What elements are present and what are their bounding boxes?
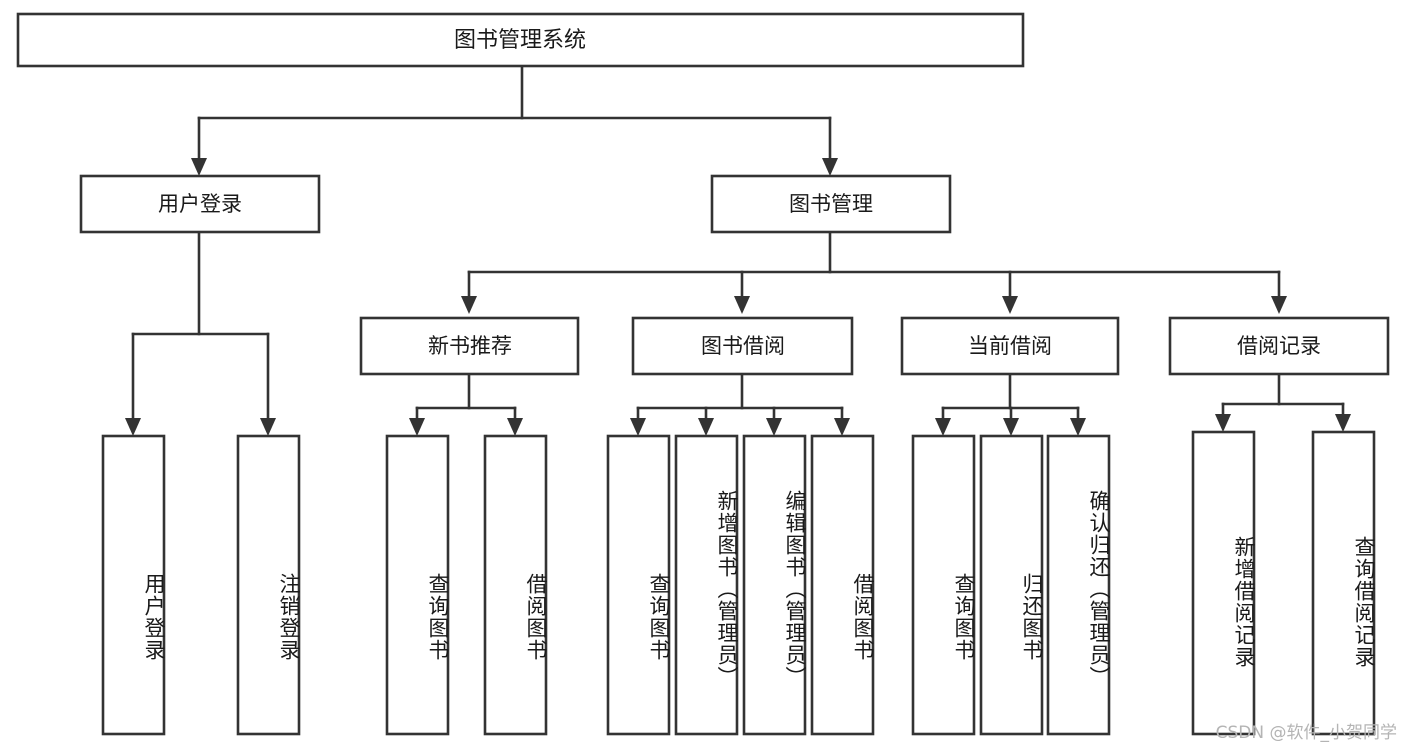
leaf-query-record-box[interactable] [1311,430,1376,736]
arrow-to-leaf-add-book [698,418,714,436]
connectors-book-borrow [630,372,850,436]
leaf-edit-book-box[interactable] [742,434,807,736]
node-current-borrow[interactable]: 当前借阅 [900,316,1120,376]
node-book-borrow-box[interactable] [631,316,854,376]
arrow-to-borrow-record [1271,296,1287,314]
arrow-to-leaf-borrow-book-2 [834,418,850,436]
arrow-to-leaf-user-login [125,418,141,436]
arrow-to-leaf-query-record [1335,414,1351,432]
node-new-book-recommend[interactable]: 新书推荐 [359,316,580,376]
connectors-current-borrow [935,372,1086,436]
connectors-user-login [125,230,276,436]
node-user-login[interactable]: 用户登录 [79,174,321,234]
arrow-to-new-book-recommend [461,296,477,314]
arrow-to-leaf-return-book [1003,418,1019,436]
node-borrow-record[interactable]: 借阅记录 [1168,316,1390,376]
node-user-login-label: 用户登录 [158,192,242,216]
node-user-login-box[interactable] [79,174,321,234]
leaf-query-book-3-box[interactable] [911,434,976,736]
arrow-to-user-login [191,158,207,176]
leaf-boxes [101,430,1376,736]
leaf-confirm-return-box[interactable] [1046,434,1111,736]
node-current-borrow-label: 当前借阅 [968,334,1052,358]
connectors-root [191,64,838,176]
node-book-management-box[interactable] [710,174,952,234]
connectors-new-book-recommend [409,372,523,436]
arrow-to-leaf-query-book-3 [935,418,951,436]
arrow-to-leaf-add-record [1215,414,1231,432]
node-book-borrow-label: 图书借阅 [701,334,785,358]
arrow-to-leaf-edit-book [766,418,782,436]
node-root-box[interactable] [16,12,1025,68]
leaf-add-book-box[interactable] [674,434,739,736]
arrow-to-leaf-borrow-book-1 [507,418,523,436]
leaf-add-record-box[interactable] [1191,430,1256,736]
leaf-user-login-box[interactable] [101,434,166,736]
arrow-to-leaf-query-book-2 [630,418,646,436]
arrow-to-leaf-logout [260,418,276,436]
arrow-to-book-borrow [734,296,750,314]
node-book-management[interactable]: 图书管理 [710,174,952,234]
node-book-management-label: 图书管理 [789,192,873,216]
leaf-return-book-box[interactable] [979,434,1044,736]
arrow-to-current-borrow [1002,296,1018,314]
leaf-borrow-book-1-box[interactable] [483,434,548,736]
connectors-borrow-record [1215,372,1351,432]
arrow-to-book-management [822,158,838,176]
connectors-book-management [461,230,1287,314]
node-borrow-record-box[interactable] [1168,316,1390,376]
node-new-book-recommend-box[interactable] [359,316,580,376]
node-new-book-recommend-label: 新书推荐 [428,334,512,358]
arrow-to-leaf-confirm-return [1070,418,1086,436]
node-borrow-record-label: 借阅记录 [1237,334,1321,358]
node-book-borrow[interactable]: 图书借阅 [631,316,854,376]
node-root[interactable]: 图书管理系统 [16,12,1025,68]
arrow-to-leaf-query-book-1 [409,418,425,436]
leaf-borrow-book-2-box[interactable] [810,434,875,736]
leaf-query-book-2-box[interactable] [606,434,671,736]
leaf-query-book-1-box[interactable] [385,434,450,736]
leaf-logout-box[interactable] [236,434,301,736]
csdn-watermark: CSDN @软件_小贺同学 [1215,723,1397,743]
node-root-label: 图书管理系统 [454,28,586,53]
node-current-borrow-box[interactable] [900,316,1120,376]
